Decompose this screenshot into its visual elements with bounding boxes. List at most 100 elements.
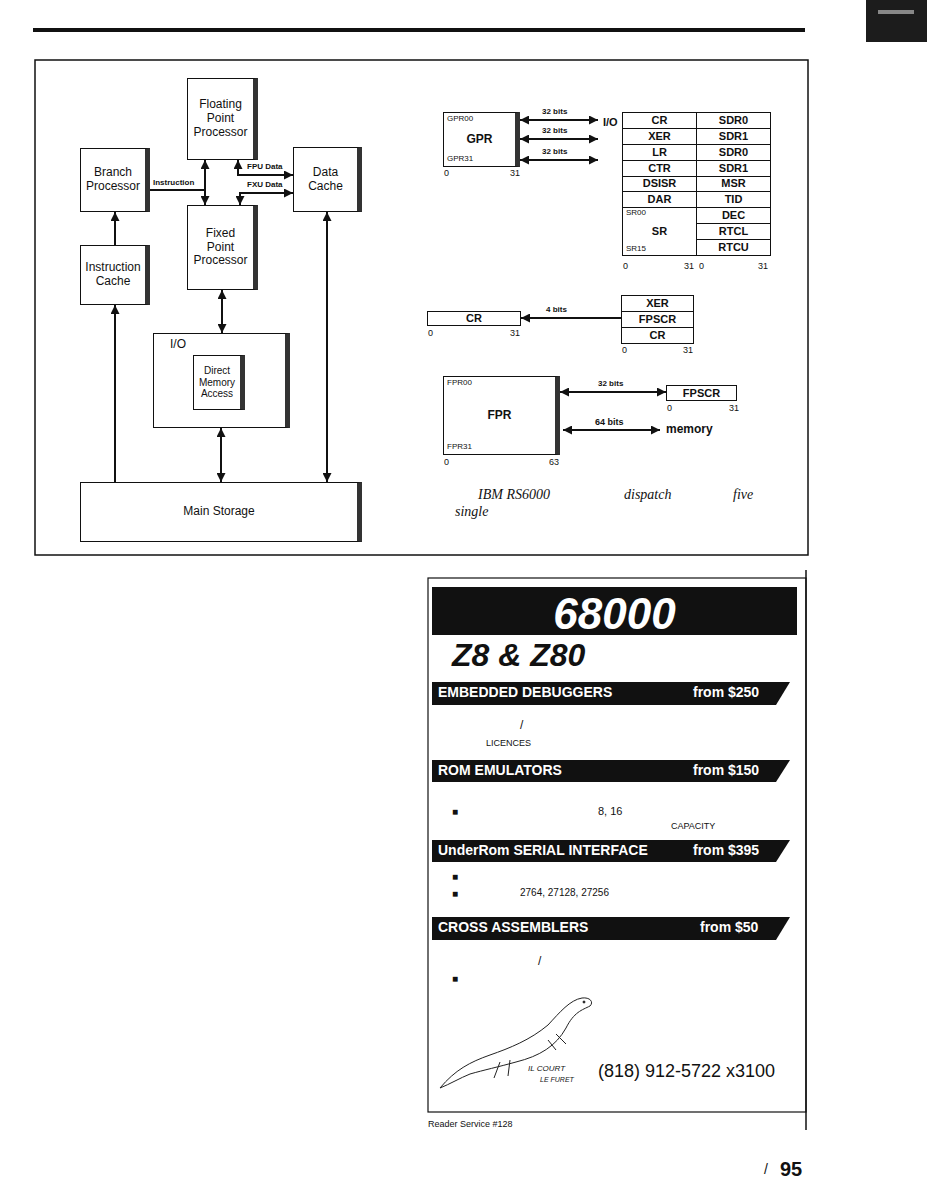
connector-arrow [240,193,293,205]
ad-banner [432,682,790,705]
bit-number: 31 [729,404,739,414]
connector-arrow [520,159,598,161]
caption-fragment: single [455,504,488,519]
register-cell: SDR0 [696,112,771,129]
node-label: SR15 [626,245,693,254]
node-label: SDR0 [719,115,748,126]
node-label: SR00 [626,209,693,218]
ad-banner [432,760,790,782]
node-label: XER [648,131,671,142]
register-cell: RTCL [696,223,771,240]
bit-number: 0 [699,262,704,272]
bit-number: 31 [758,262,768,272]
ad-text: CAPACITY [671,822,715,832]
caption-fragment: dispatch [624,487,671,502]
bit-number: 0 [622,346,627,356]
cache-box: Instruction Cache [80,245,150,305]
node-label: SDR1 [719,131,748,142]
dma-box: Direct Memory Access [193,355,245,410]
folio-mark: / [764,1162,768,1177]
ad-banner [432,840,790,862]
connector-label: FXU Data [246,181,284,190]
connector-arrow [150,190,205,205]
node-label: FPR00 [447,379,472,388]
bullet: ■ [452,806,458,817]
bullet: ■ [452,888,458,899]
register-cell: DAR [622,191,697,208]
register-table: I/OCRXERLRCTRDSISRDARSR00SRSR15SDR0SDR1S… [598,108,770,259]
node-label: XER [646,298,669,309]
bullet: ■ [452,973,458,984]
ad-price: from $395 [693,843,759,858]
register-cell: FPSCR [621,311,694,328]
node-label: Branch Processor [84,166,142,194]
register-cell: XER [622,128,697,145]
connector-label: 32 bits [597,380,624,389]
connector-arrow [221,290,223,333]
caption-fragment: five [733,487,753,502]
register-cell: CR [427,311,521,326]
connector-label: 4 bits [545,306,568,315]
ad-price: from $150 [693,763,759,778]
ad-banner [432,917,790,940]
caption-fragment: IBM RS6000 [478,487,550,502]
processor-box: Fixed Point Processor [187,205,258,290]
register-cell: DEC [696,207,771,224]
ad-text: / [538,955,541,968]
node-label: RTCL [719,226,748,237]
corner-tab-mark [878,10,914,14]
ad-price: from $250 [693,685,759,700]
node-label: DEC [722,210,745,221]
ad-text: LICENCES [486,739,531,749]
page-number: 95 [780,1158,802,1180]
register-cell: CR [622,112,697,129]
storage-box: Main Storage [80,482,362,542]
ad-subtitle: Z8 & Z80 [452,638,585,673]
connector-label: 32 bits [541,108,568,117]
connector-arrow [520,119,598,121]
node-label: I/O [170,338,269,352]
ferret-body [440,998,592,1088]
bit-number: 0 [444,169,449,179]
ferret-eye [583,1001,585,1003]
memory-bus-arrow [563,429,660,431]
register-cell: MSR [696,176,771,193]
bit-number: 31 [684,262,694,272]
node-label: SR [652,226,667,237]
register-cell: RTCU [696,239,771,256]
connector-label: 32 bits [541,148,568,157]
bit-number: 63 [549,458,559,468]
ad-price: from $50 [700,920,758,935]
node-label: DSISR [643,178,677,189]
bit-number: 0 [667,404,672,414]
connector-arrow [560,391,666,393]
register-cell: FPSCR [666,385,737,401]
connector-arrow [114,305,116,482]
connector-arrow [114,212,116,245]
bus-width: 64 bits [595,418,624,428]
register-file: GPR00GPRGPR31 [443,112,520,167]
register-cell: SDR1 [696,160,771,177]
node-label: GPR00 [447,115,473,124]
register-file: FPR00FPRFPR31 [443,376,560,455]
node-label: Data Cache [297,166,354,194]
connector-label: FPU Data [246,163,284,172]
phone-number: (818) 912-5722 x3100 [598,1062,775,1082]
ad-text: 8, 16 [598,805,622,817]
ad-banner-text: ROM EMULATORS [438,763,562,778]
bit-number: 31 [683,346,693,356]
register-cell: XER [621,295,694,312]
register-cell: TID [696,191,771,208]
connector-label: 32 bits [541,127,568,136]
ad-text: 2764, 27128, 27256 [520,887,609,898]
register-cell: SR00SR SR15 [622,207,697,256]
register-cell: CR [621,327,694,344]
node-label: FPSCR [683,388,720,399]
corner-tab [866,0,927,42]
node-label: CTR [648,163,671,174]
node-label: Fixed Point Processor [191,227,250,268]
ferret-legs [494,1034,566,1078]
figure-frame [35,60,808,555]
ad-frame [428,578,806,1112]
node-label: CR [652,115,668,126]
